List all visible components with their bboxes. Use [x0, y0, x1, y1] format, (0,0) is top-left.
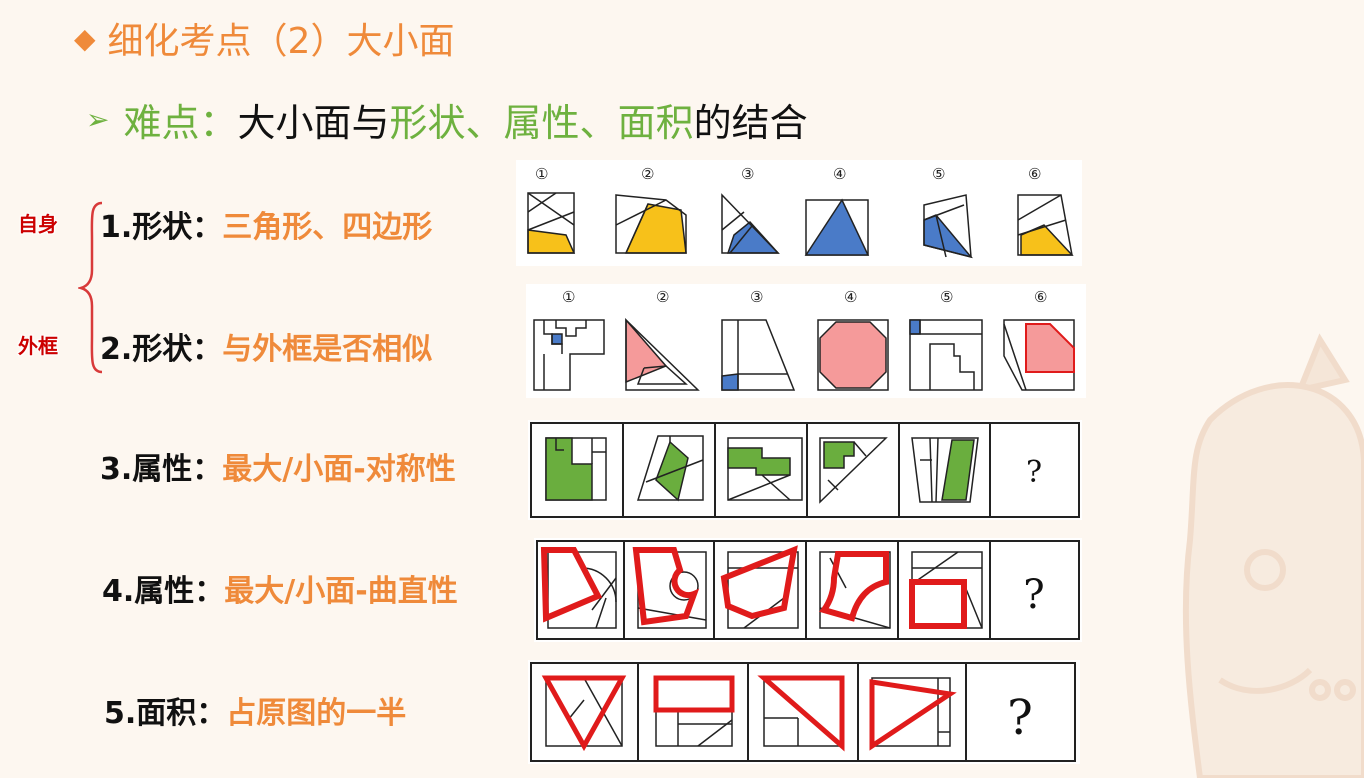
figure-2-5 — [909, 319, 983, 391]
figure-1-5 — [923, 194, 974, 259]
circled-number: ⑤ — [940, 288, 953, 306]
row-5-number: 5.面积： — [104, 696, 227, 731]
row-2-number: 2.形状： — [100, 332, 223, 367]
row-3-number: 3.属性： — [100, 452, 223, 487]
figure-1-2 — [615, 194, 687, 254]
circled-number: ⑥ — [1034, 288, 1047, 306]
figure-2-3 — [721, 319, 796, 391]
circled-number: ② — [641, 165, 654, 183]
figure-5-4 — [869, 677, 957, 751]
circled-number: ⑥ — [1028, 165, 1041, 183]
figure-5-1 — [541, 675, 627, 752]
figure-3-1 — [545, 437, 607, 501]
circled-number: ① — [562, 288, 575, 306]
figure-2-6 — [1003, 319, 1075, 391]
row-1-description: 三角形、四边形 — [222, 210, 433, 245]
figure-4-1 — [540, 547, 617, 629]
figure-2-2 — [625, 317, 700, 391]
figure-4-2 — [632, 547, 707, 629]
circled-number: ④ — [844, 288, 857, 306]
figure-5-2 — [653, 675, 735, 747]
row-5-label: 5.面积： 占原图的一半 — [104, 688, 406, 732]
slide-title: ◆ 细化考点（2）大小面 — [74, 12, 454, 64]
subtitle-keyword-attribute: 属性 — [503, 101, 580, 145]
figure-5-3 — [757, 675, 845, 752]
subtitle-text-1: 大小面与 — [237, 101, 390, 145]
row-1-number: 1.形状： — [100, 210, 223, 245]
figure-3-3 — [727, 437, 803, 501]
figure-4-3 — [720, 545, 799, 629]
arrow-bullet-icon: ➢ — [86, 103, 110, 136]
side-label-self: 自身 — [18, 212, 58, 236]
figure-1-3 — [721, 193, 780, 254]
slide-title-text: 细化考点（2）大小面 — [107, 21, 455, 62]
row-5-figure-panel: ? — [528, 660, 1080, 764]
row-4-label: 4.属性： 最大/小面-曲直性 — [102, 566, 458, 610]
figure-4-4 — [819, 551, 891, 629]
question-mark: ? — [1026, 455, 1042, 490]
row-4-number: 4.属性： — [102, 574, 225, 609]
question-mark: ? — [1007, 690, 1033, 746]
figure-3-2 — [636, 435, 704, 502]
figure-2-1 — [533, 319, 605, 391]
circled-number: ② — [656, 288, 669, 306]
curly-brace-icon — [78, 201, 103, 374]
row-5-description: 占原图的一半 — [226, 696, 407, 731]
figure-1-1 — [527, 192, 576, 254]
subtitle-keyword-shape: 形状 — [389, 101, 466, 145]
circled-number: ③ — [750, 288, 763, 306]
row-3-figure-panel: ? — [528, 420, 1082, 520]
circled-number: ④ — [833, 165, 846, 183]
circled-number: ⑤ — [932, 165, 945, 183]
row-3-description: 最大/小面-对称性 — [222, 452, 456, 487]
diamond-bullet-icon: ◆ — [74, 21, 96, 55]
circled-number: ③ — [741, 165, 754, 183]
subtitle-separator: 、 — [465, 101, 504, 145]
figure-4-5 — [909, 551, 983, 629]
row-1-label: 1.形状： 三角形、四边形 — [100, 202, 432, 246]
row-1-figure-panel: ① ② ③ ④ ⑤ ⑥ — [516, 160, 1082, 266]
figure-3-4 — [819, 437, 888, 504]
row-4-description: 最大/小面-曲直性 — [224, 574, 458, 609]
row-2-figure-panel: ① ② ③ ④ ⑤ ⑥ — [526, 284, 1086, 398]
subtitle-prefix: 难点： — [123, 101, 238, 145]
figure-3-5 — [911, 437, 979, 503]
row-3-label: 3.属性： 最大/小面-对称性 — [100, 444, 456, 488]
subtitle-text-2: 的结合 — [693, 101, 808, 145]
figure-1-4 — [804, 198, 870, 256]
question-mark: ? — [1023, 572, 1044, 618]
mascot-watermark — [1182, 333, 1364, 778]
circled-number: ① — [535, 165, 548, 183]
figure-2-4 — [817, 319, 889, 391]
row-2-description: 与外框是否相似 — [222, 332, 433, 367]
subtitle-separator: 、 — [579, 101, 618, 145]
subtitle: ➢ 难点： 大小面与 形状 、 属性 、 面积 的结合 — [86, 92, 808, 147]
side-label-frame: 外框 — [18, 334, 58, 358]
row-4-figure-panel: ? — [534, 538, 1082, 642]
figure-1-6 — [1017, 194, 1074, 256]
subtitle-keyword-area: 面积 — [617, 101, 694, 145]
row-2-label: 2.形状： 与外框是否相似 — [100, 324, 432, 368]
